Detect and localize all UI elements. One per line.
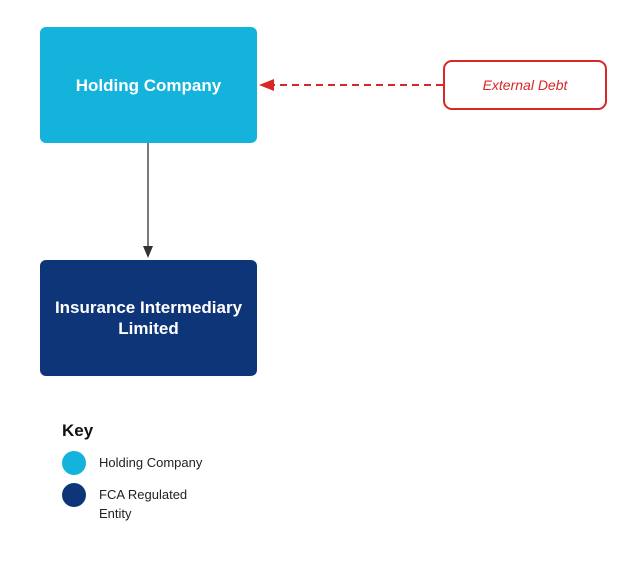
holding-company-swatch	[62, 451, 86, 475]
key-item-label: Holding Company	[99, 455, 203, 470]
insurance-intermediary-node: Insurance Intermediary Limited	[40, 260, 257, 376]
key-item-holding-company: Holding Company	[62, 451, 202, 475]
insurance-intermediary-label: Insurance Intermediary Limited	[54, 298, 243, 338]
external-debt-label: External Debt	[482, 77, 568, 93]
external-debt-node: External Debt	[443, 60, 607, 110]
key-item-label: FCA Regulated Entity	[99, 487, 188, 521]
ownership-arrow	[143, 143, 153, 258]
holding-company-label: Holding Company	[75, 75, 222, 95]
ownership-arrowhead	[143, 246, 153, 258]
external-debt-arrow	[259, 79, 443, 91]
fca-regulated-swatch	[62, 483, 86, 507]
key-item-fca-regulated: FCA Regulated Entity	[62, 483, 187, 523]
key-title: Key	[62, 421, 94, 440]
holding-company-node: Holding Company	[40, 27, 257, 143]
external-debt-arrowhead	[259, 79, 274, 91]
